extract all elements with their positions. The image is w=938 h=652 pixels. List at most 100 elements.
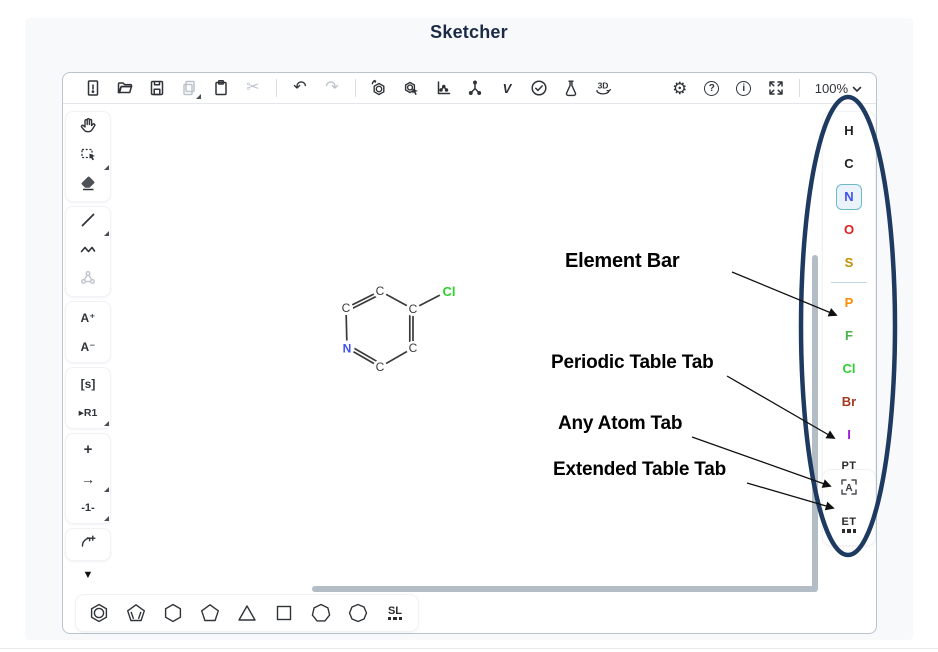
horizontal-scrollbar[interactable] bbox=[312, 586, 818, 592]
template-cyclopentadiene[interactable] bbox=[125, 601, 147, 625]
cut-button[interactable]: ✂ bbox=[240, 76, 266, 100]
about-button[interactable]: i bbox=[731, 76, 757, 100]
element-Cl[interactable]: Cl bbox=[842, 361, 856, 376]
template-cyclobutane[interactable] bbox=[273, 601, 295, 625]
template-cyclopentane[interactable] bbox=[199, 601, 221, 625]
paste-icon bbox=[212, 79, 230, 97]
cyclopentane-icon bbox=[201, 604, 219, 622]
atom-C[interactable]: C bbox=[409, 341, 418, 355]
atom-C[interactable]: C bbox=[409, 302, 418, 316]
save-button[interactable] bbox=[144, 76, 170, 100]
hand-tool[interactable] bbox=[66, 113, 110, 142]
eraser-icon bbox=[79, 174, 97, 197]
redo-button[interactable]: ↷ bbox=[319, 76, 345, 100]
selection-tool[interactable] bbox=[66, 142, 110, 171]
element-H[interactable]: H bbox=[844, 123, 854, 138]
chain-tool[interactable] bbox=[66, 237, 110, 266]
paste-button[interactable] bbox=[208, 76, 234, 100]
expand-toolbar-button[interactable]: ▼ bbox=[82, 569, 94, 581]
calculated-values-button[interactable] bbox=[558, 76, 584, 100]
new-document-button[interactable] bbox=[80, 76, 106, 100]
copy-button[interactable] bbox=[176, 76, 202, 100]
settings-button[interactable]: ⚙ bbox=[667, 76, 693, 100]
atom-C[interactable]: C bbox=[376, 284, 385, 298]
layout-button[interactable] bbox=[430, 76, 456, 100]
molecule-chloropyridine[interactable]: C C N C C C Cl bbox=[320, 270, 470, 395]
element-P[interactable]: P bbox=[844, 295, 854, 310]
template-cyclohexane[interactable] bbox=[162, 601, 184, 625]
element-I[interactable]: I bbox=[847, 427, 851, 442]
open-button[interactable] bbox=[112, 76, 138, 100]
save-icon bbox=[148, 79, 166, 97]
annotation-extended-table-tab: Extended Table Tab bbox=[553, 459, 727, 480]
zoom-control[interactable]: 100% bbox=[815, 81, 862, 96]
undo-icon: ↶ bbox=[293, 79, 307, 96]
element-N-selected[interactable]: N bbox=[823, 180, 875, 213]
element-F[interactable]: F bbox=[845, 328, 853, 343]
dearomatize-button[interactable] bbox=[398, 76, 424, 100]
new-document-icon bbox=[84, 79, 102, 97]
rectangle-selection-icon bbox=[79, 145, 97, 168]
zoom-value: 100% bbox=[814, 80, 848, 96]
cip-icon: V bbox=[502, 80, 512, 96]
aromatize-button[interactable] bbox=[366, 76, 392, 100]
atom-Cl[interactable]: Cl bbox=[443, 284, 456, 299]
template-cycloheptane[interactable] bbox=[310, 601, 332, 625]
atom-C[interactable]: C bbox=[342, 301, 351, 315]
cycloheptane-icon bbox=[311, 603, 331, 622]
element-O[interactable]: O bbox=[843, 222, 855, 237]
toolbar-divider bbox=[355, 79, 356, 97]
reaction-plus-tool[interactable]: + bbox=[66, 435, 110, 464]
clean-up-button[interactable] bbox=[462, 76, 488, 100]
arc-arrow-tool[interactable] bbox=[66, 530, 110, 559]
extended-table-dots-icon bbox=[842, 529, 856, 533]
copy-icon bbox=[180, 79, 198, 97]
element-Br[interactable]: Br bbox=[841, 394, 857, 409]
page-divider bbox=[0, 648, 938, 649]
any-atom-icon: A bbox=[838, 476, 860, 503]
stereo-fragment-tool[interactable] bbox=[66, 266, 110, 295]
layout-icon bbox=[434, 79, 452, 97]
charge-minus-tool[interactable]: A⁻ bbox=[66, 332, 110, 361]
fullscreen-button[interactable] bbox=[763, 76, 789, 100]
left-toolbar: A⁺ A⁻ [s] ▸R1 + → -1- ▼ bbox=[66, 112, 110, 584]
arrow-right-icon: → bbox=[81, 470, 95, 487]
template-cyclopropane[interactable] bbox=[236, 601, 258, 625]
element-S[interactable]: S bbox=[844, 255, 854, 270]
extended-table-tab[interactable]: ET bbox=[823, 507, 875, 543]
calculate-cip-button[interactable]: V bbox=[494, 76, 520, 100]
any-atom-tab[interactable]: A bbox=[823, 472, 875, 507]
template-benzene[interactable] bbox=[88, 601, 110, 625]
mapping-icon: -1- bbox=[81, 501, 95, 514]
bond-tool[interactable] bbox=[66, 208, 110, 237]
reaction-mapping-tool[interactable]: -1- bbox=[66, 493, 110, 522]
toolbar-divider bbox=[798, 79, 800, 97]
structure-library-tab[interactable]: SL bbox=[384, 601, 406, 625]
plus-icon: + bbox=[83, 441, 93, 458]
cyclobutane-icon bbox=[276, 605, 292, 621]
benzene-icon bbox=[90, 603, 108, 623]
template-cyclooctane[interactable] bbox=[347, 601, 369, 625]
erase-tool[interactable] bbox=[66, 171, 110, 200]
help-button[interactable]: ? bbox=[699, 76, 725, 100]
charge-plus-tool[interactable]: A⁺ bbox=[66, 303, 110, 332]
vertical-scrollbar[interactable] bbox=[812, 255, 818, 591]
atom-N[interactable]: N bbox=[343, 342, 352, 356]
3d-viewer-button[interactable]: 3D bbox=[590, 76, 616, 100]
annotation-any-atom-tab: Any Atom Tab bbox=[558, 413, 683, 434]
dearomatize-icon bbox=[402, 79, 420, 97]
svg-text:3D: 3D bbox=[598, 81, 609, 91]
check-structure-button[interactable] bbox=[526, 76, 552, 100]
single-bond-icon bbox=[79, 211, 97, 234]
undo-button[interactable]: ↶ bbox=[287, 76, 313, 100]
atom-C[interactable]: C bbox=[376, 360, 385, 374]
aromatize-icon bbox=[370, 79, 388, 97]
top-toolbar: ✂ ↶ ↷ V 3D ⚙ ? i 100% bbox=[63, 73, 876, 104]
sgroup-icon: [s] bbox=[80, 376, 96, 391]
reaction-arrow-tool[interactable]: → bbox=[66, 464, 110, 493]
rgroup-tool[interactable]: ▸R1 bbox=[66, 398, 110, 427]
element-C[interactable]: C bbox=[844, 156, 854, 171]
sgroup-tool[interactable]: [s] bbox=[66, 369, 110, 398]
chevron-down-icon bbox=[852, 81, 862, 96]
charge-minus-icon: A⁻ bbox=[80, 339, 96, 354]
